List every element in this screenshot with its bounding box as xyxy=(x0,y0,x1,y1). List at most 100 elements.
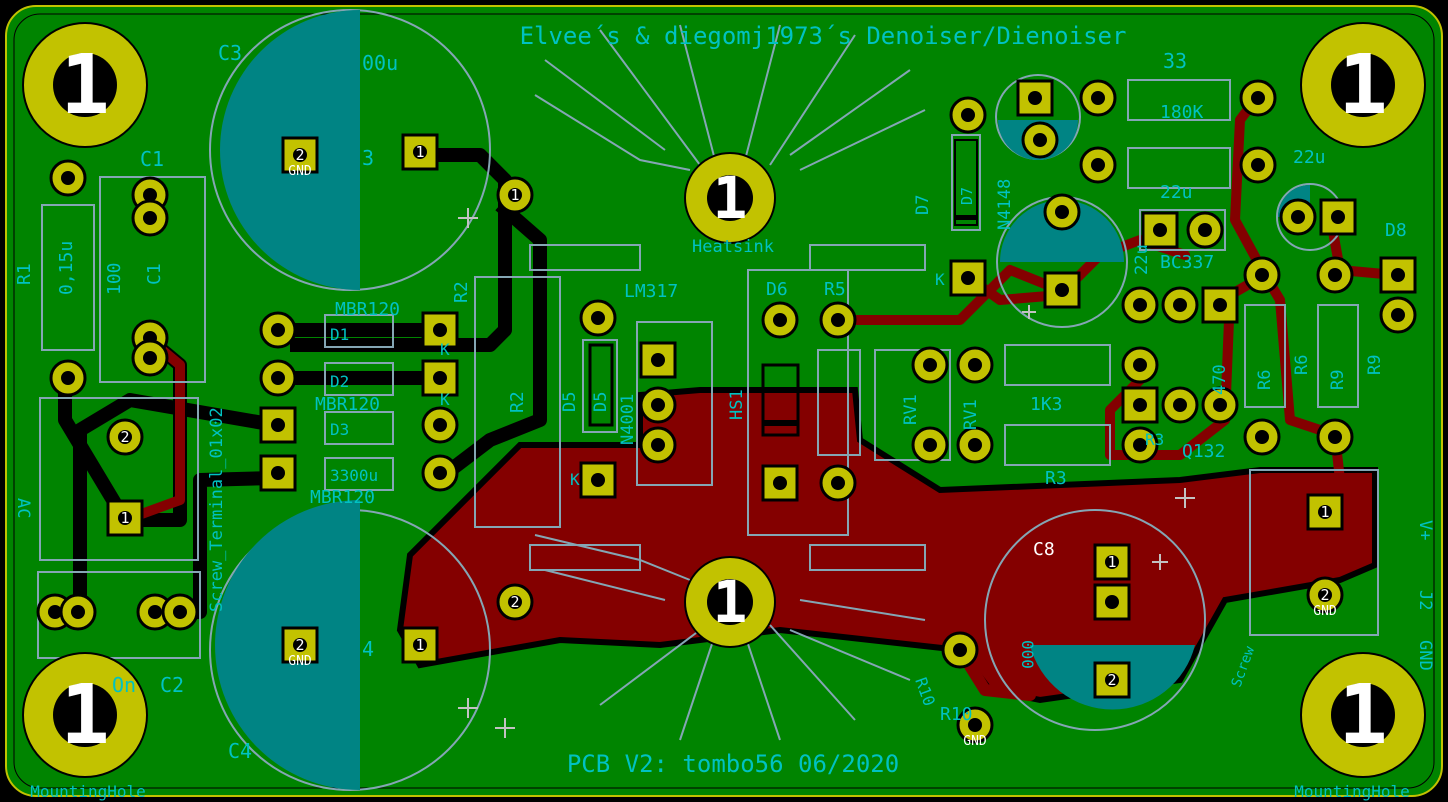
mountinghole-label-bl: MountingHole xyxy=(30,782,146,801)
ref-r3b: R3 xyxy=(1145,430,1164,449)
d6-pad-a xyxy=(761,301,799,339)
val-d5: N4001 xyxy=(618,394,638,445)
d7-pad-k xyxy=(949,259,987,297)
ref-q132: Q132 xyxy=(1182,441,1225,462)
ref-r5: R5 xyxy=(824,279,846,300)
polarity-plus-marks xyxy=(458,208,1195,738)
c9-pad-b xyxy=(1043,271,1081,309)
ref-c2: C2 xyxy=(160,673,184,697)
ref-j2: J2 xyxy=(1415,590,1435,610)
ref-r2b: R2 xyxy=(507,391,528,413)
courtyard-outlines xyxy=(37,9,1379,791)
val-r4: 1K3 xyxy=(1030,394,1063,415)
ref-j2-gnd: GND xyxy=(1415,640,1435,671)
r10-pad-b-gnd-label: GND xyxy=(963,734,987,749)
c3-pad-1: 1 xyxy=(401,133,439,171)
ref-j2-v: V+ xyxy=(1415,520,1435,540)
c9-pad-a xyxy=(1043,193,1081,231)
r10-pad-a xyxy=(941,631,979,669)
ref-c4: C4 xyxy=(228,739,252,763)
val-c1: 100 xyxy=(104,262,125,295)
q1-pad-3 xyxy=(1201,286,1239,324)
q2-pad-1 xyxy=(1141,211,1179,249)
c3-aux-pad-number: 1 xyxy=(510,186,519,204)
r10-pad-b: GND xyxy=(956,706,994,749)
ref-d5b: D5 xyxy=(591,392,611,412)
c4-aux-pad-number: 2 xyxy=(510,593,519,611)
ref-d2: D2 xyxy=(330,372,349,391)
r5-pad-b xyxy=(819,464,857,502)
val-mbr2: MBR120 xyxy=(315,394,380,415)
val-c2: On xyxy=(112,673,136,697)
diode-bodies xyxy=(588,139,978,437)
c4-aux-pad: 2 xyxy=(496,583,534,621)
cathode-mark-2: K xyxy=(570,470,580,489)
d1-pad-k xyxy=(421,311,459,349)
ref-c8: C8 xyxy=(1033,539,1055,560)
c2-pad-b xyxy=(59,593,97,631)
c4-pad-2-number: 2 xyxy=(295,636,304,654)
lm317-pad-2 xyxy=(639,386,677,424)
ref-d3: D3 xyxy=(330,420,349,439)
ref-d7: D7 xyxy=(913,195,933,215)
rv1-pad-d xyxy=(956,426,994,464)
val-r-22: 22u xyxy=(1132,244,1152,275)
d8-pad-k xyxy=(1379,256,1417,294)
c3-pad-2-number: 2 xyxy=(295,146,304,164)
j1-pad-2-number: 2 xyxy=(120,428,129,446)
cap-small-pad-1 xyxy=(1016,79,1054,117)
c-right-pad-1 xyxy=(1279,198,1317,236)
cap-small-pad-2 xyxy=(1021,121,1059,159)
ref-r9: R9 xyxy=(1328,370,1348,390)
r7-pad-b xyxy=(1239,146,1277,184)
val-r8: 33 xyxy=(1163,49,1187,73)
ref-c3: C3 xyxy=(218,41,242,65)
svg-text:1: 1 xyxy=(60,38,109,133)
c8-pad-1: 1 xyxy=(1093,543,1131,581)
d2-pad-a xyxy=(259,359,297,397)
mounting-hole-tl: 1 xyxy=(22,22,148,148)
ref-d5: D5 xyxy=(560,392,580,412)
j2-pad-2-gnd-label: GND xyxy=(1313,604,1337,619)
board-footer: PCB V2: tombo56 06/2020 xyxy=(567,750,899,778)
d5-pad-k xyxy=(579,461,617,499)
c8-pad-1-number: 1 xyxy=(1107,553,1116,571)
q1-pad-2 xyxy=(1161,286,1199,324)
ref-lm317: LM317 xyxy=(624,281,678,302)
val-c9: 22u xyxy=(1293,147,1326,168)
svg-text:1: 1 xyxy=(60,668,109,763)
val-c3: 00u xyxy=(362,51,398,75)
r6-pad-a xyxy=(1243,256,1281,294)
r9-pad-b xyxy=(1316,418,1354,456)
heatsink-hole-bottom: 1 xyxy=(684,556,776,648)
r8-pad-a xyxy=(1079,79,1117,117)
mounting-hole-br: 1 xyxy=(1300,652,1426,778)
ref-d1: D1 xyxy=(330,325,349,344)
val-c-right: 470 xyxy=(1210,364,1230,395)
ref-r6b: R6 xyxy=(1292,355,1312,375)
mounting-hole-bl: 1 xyxy=(22,652,148,778)
silkscreen-text: Elvee´s & diegomj1973´s Denoiser/Dienois… xyxy=(13,22,1435,801)
d5-pad-a xyxy=(579,299,617,337)
r1-pad-a xyxy=(49,159,87,197)
svg-text:1: 1 xyxy=(1338,668,1387,763)
val-q2: BC337 xyxy=(1160,252,1214,273)
ref-rv1b: RV1 xyxy=(961,399,981,430)
ref-c1b: C1 xyxy=(144,263,165,285)
c2-pad-d xyxy=(161,593,199,631)
r9-pad-a xyxy=(1316,256,1354,294)
j2-pad-1-number: 1 xyxy=(1320,503,1329,521)
d7-pad-a xyxy=(949,96,987,134)
cathode-mark-0: K xyxy=(440,340,450,359)
ref-c1: C1 xyxy=(140,147,164,171)
heatsink-label: Heatsink xyxy=(692,237,774,257)
d3-pad-k xyxy=(259,406,297,444)
c4-pad-1: 1 xyxy=(401,626,439,664)
r8-pad-b xyxy=(1239,79,1277,117)
heatsink-outline xyxy=(529,24,926,741)
ref-r9b: R9 xyxy=(1365,355,1385,375)
r7-pad-a xyxy=(1079,146,1117,184)
r5-pad-a xyxy=(819,301,857,339)
ref-r10: R10 xyxy=(940,704,973,725)
